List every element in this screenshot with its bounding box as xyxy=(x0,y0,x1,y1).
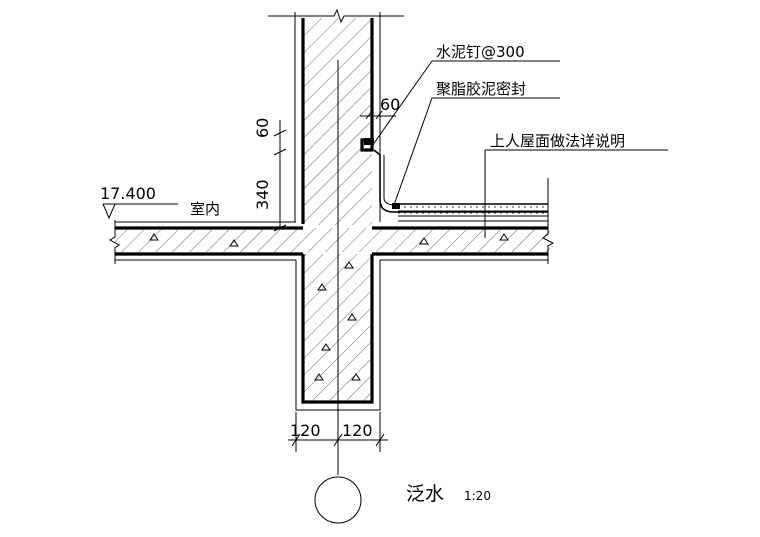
label-indoor: 室内 xyxy=(190,200,220,218)
leader-lines xyxy=(102,60,668,238)
drawing-scale: 1:20 xyxy=(464,489,491,503)
roof-buildup xyxy=(360,138,548,222)
dim-120-left: 120 xyxy=(290,421,321,440)
dim-120-right: 120 xyxy=(342,421,373,440)
reference-circle xyxy=(314,476,362,524)
drawing-title: 泛水 xyxy=(406,483,444,505)
label-sealant: 聚脂胶泥密封 xyxy=(436,80,526,98)
dim-340-vertical: 340 xyxy=(253,179,272,210)
lower-wall xyxy=(149,233,509,411)
upper-wall xyxy=(268,8,404,475)
label-elevation: 17.400 xyxy=(100,184,156,203)
dimension-lines xyxy=(273,110,396,452)
floor-slab xyxy=(109,178,555,264)
label-cement-nail: 水泥钉@300 xyxy=(436,43,525,61)
dim-60-vertical: 60 xyxy=(253,118,272,138)
label-roof-note: 上人屋面做法详说明 xyxy=(490,132,625,150)
dim-60-horizontal: 60 xyxy=(380,95,400,114)
